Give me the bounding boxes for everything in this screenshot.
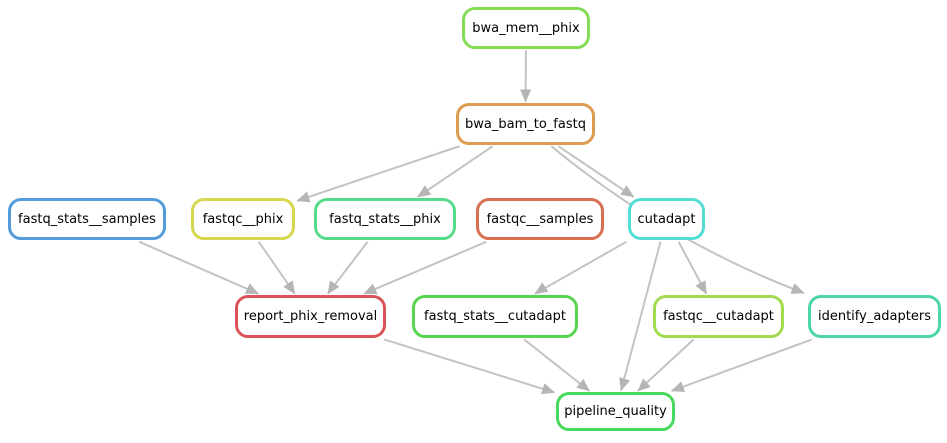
node-label: fastqc__samples — [486, 211, 594, 227]
node-report_phix_removal: report_phix_removal — [235, 295, 386, 338]
node-fastq_stats__samples: fastq_stats__samples — [8, 198, 166, 240]
node-label: bwa_mem__phix — [472, 20, 580, 36]
edge-fastq_stats__samples--report_phix_removal — [138, 240, 259, 295]
edge-report_phix_removal--pipeline_quality — [383, 338, 556, 395]
node-label: fastq_stats__cutadapt — [424, 309, 566, 324]
edge-bwa_bam_to_fastq--cutadapt — [557, 145, 635, 198]
edge-cutadapt--fastq_stats__cutadapt — [534, 240, 627, 295]
node-identify_adapters: identify_adapters — [808, 295, 941, 338]
node-pipeline_quality: pipeline_quality — [556, 392, 675, 431]
node-label: bwa_bam_to_fastq — [465, 116, 586, 132]
edge-fastq_stats__cutadapt--pipeline_quality — [523, 338, 591, 392]
node-fastq_stats__phix: fastq_stats__phix — [314, 198, 456, 240]
node-label: fastqc__cutadapt — [663, 309, 774, 324]
node-bwa_mem__phix: bwa_mem__phix — [462, 7, 590, 49]
node-label: cutadapt — [637, 211, 696, 227]
node-label: report_phix_removal — [243, 309, 378, 324]
edge-bwa_bam_to_fastq--fastq_stats__phix — [417, 145, 494, 198]
node-label: identify_adapters — [817, 309, 931, 324]
node-label: fastq_stats__samples — [18, 211, 156, 227]
node-cutadapt: cutadapt — [628, 198, 705, 240]
node-fastqc__samples: fastqc__samples — [476, 198, 604, 240]
node-fastqc__phix: fastqc__phix — [191, 198, 295, 240]
edge-bwa_bam_to_fastq--fastqc__phix — [296, 145, 460, 203]
node-fastqc__cutadapt: fastqc__cutadapt — [653, 295, 784, 338]
edge-cutadapt--pipeline_quality — [619, 241, 662, 392]
edge-cutadapt--fastqc__cutadapt — [677, 241, 708, 295]
edge-fastqc__phix--report_phix_removal — [257, 241, 296, 295]
edge-fastqc__cutadapt--pipeline_quality — [637, 338, 695, 392]
node-bwa_bam_to_fastq: bwa_bam_to_fastq — [456, 103, 595, 145]
node-label: fastq_stats__phix — [329, 211, 441, 227]
node-fastq_stats__cutadapt: fastq_stats__cutadapt — [412, 295, 578, 338]
edge-identify_adapters--pipeline_quality — [670, 338, 813, 393]
edge-fastq_stats__phix--report_phix_removal — [327, 241, 369, 295]
node-label: pipeline_quality — [564, 404, 667, 419]
edge-fastqc__samples--report_phix_removal — [363, 240, 487, 295]
node-label: fastqc__phix — [202, 211, 284, 227]
